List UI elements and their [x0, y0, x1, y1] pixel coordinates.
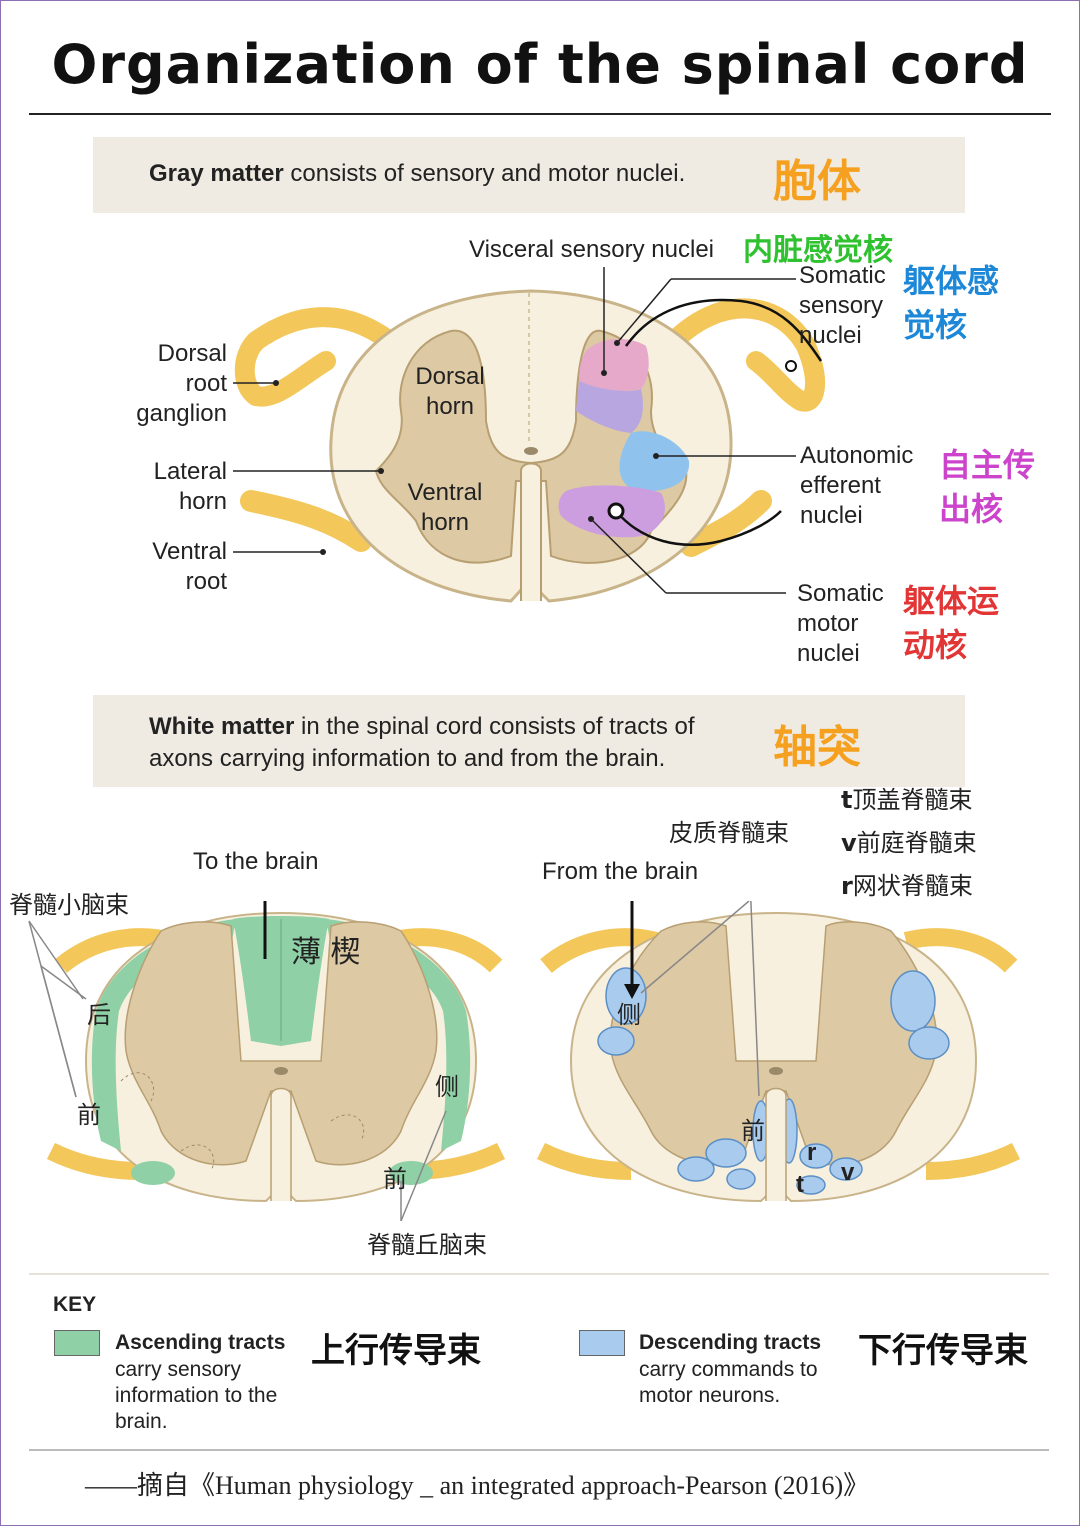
label-somatic-motor: Somatic motor nuclei — [797, 580, 884, 667]
ascending-tracts-diagram — [28, 901, 506, 1222]
label-anterior-left: 前 — [77, 1101, 101, 1129]
gray-matter-diagram — [233, 267, 826, 603]
ascending-cn: 上行传导束 — [311, 1331, 481, 1371]
label-t: t — [796, 1171, 804, 1198]
gray-matter-text: consists of sensory and motor nuclei. — [283, 160, 686, 187]
label-ventral-horn: Ventral horn — [407, 479, 483, 536]
label-right-lateral: 侧 — [617, 1001, 641, 1029]
white-matter-cn: 轴突 — [773, 722, 861, 773]
label-spinothalamic: 脊髓丘脑束 — [367, 1231, 487, 1259]
visceral-sensory-nucleus — [576, 381, 643, 433]
label-visceral-sensory-cn: 内脏感觉核 — [743, 233, 893, 268]
descending-desc: carry commands to motor neurons. — [639, 1358, 818, 1407]
descending-tracts-diagram — [536, 901, 1021, 1203]
label-fasciculi: 薄 楔 — [291, 935, 361, 970]
central-canal — [524, 447, 538, 455]
gray-matter-caption: Gray matter consists of sensory and moto… — [149, 158, 685, 190]
label-autonomic-efferent: Autonomic efferent nuclei — [800, 442, 914, 529]
ascending-desc: carry sensory information to the brain. — [115, 1358, 278, 1433]
tract-legend-r: r网状脊髓束 — [841, 872, 973, 900]
tract-legend-v: v前庭脊髓束 — [841, 829, 977, 857]
label-corticospinal: 皮质脊髓束 — [669, 819, 789, 847]
ventral-fissure — [520, 462, 542, 601]
label-v: v — [841, 1159, 855, 1186]
motor-neuron — [615, 510, 782, 546]
label-r: r — [807, 1139, 817, 1166]
label-right-anterior: 前 — [741, 1117, 765, 1145]
descending-cn: 下行传导束 — [858, 1331, 1028, 1371]
gray-matter-term: Gray matter — [149, 160, 284, 187]
dorsal-root-left — [234, 307, 406, 407]
label-somatic-sensory-cn: 躯体感 觉核 — [903, 262, 1000, 344]
white-matter-caption: White matter in the spinal cord consists… — [149, 713, 695, 772]
white-matter-term: White matter — [149, 713, 295, 740]
tract-legend-t: t顶盖脊髓束 — [841, 786, 973, 814]
autonomic-efferent-nucleus — [619, 431, 690, 492]
descending-swatch — [579, 1330, 625, 1356]
label-anterior-right: 前 — [383, 1165, 407, 1193]
tract-legend: t顶盖脊髓束 v前庭脊髓束 r网状脊髓束 — [841, 779, 977, 908]
dorsal-root-right — [659, 298, 826, 412]
key-heading: KEY — [53, 1293, 97, 1316]
label-dorsal-horn: Dorsal horn — [415, 363, 485, 420]
label-posterior: 后 — [87, 1001, 111, 1029]
label-somatic-motor-cn: 躯体运 动核 — [903, 582, 1000, 664]
key-box — [29, 1273, 1049, 1451]
label-lateral-horn: Lateral horn — [153, 458, 227, 515]
title-rule — [29, 113, 1051, 115]
ascending-title: Ascending tracts — [115, 1331, 286, 1354]
ascending-swatch — [54, 1330, 100, 1356]
ventral-root-right — [680, 490, 772, 557]
ventral-root-left — [240, 490, 372, 552]
label-ventral-root: Ventral root — [152, 538, 227, 595]
gray-matter-cn: 胞体 — [773, 156, 861, 207]
label-spinocerebellar: 脊髓小脑束 — [9, 891, 129, 919]
sensory-neuron — [624, 298, 823, 362]
label-dorsal-root-ganglion: Dorsal root ganglion — [136, 340, 227, 427]
somatic-sensory-nucleus — [579, 339, 649, 391]
white-matter-band — [93, 695, 965, 787]
label-to-the-brain: To the brain — [193, 848, 319, 875]
label-from-the-brain: From the brain — [542, 858, 699, 885]
page-title: Organization of the spinal cord — [51, 33, 1029, 96]
label-autonomic-efferent-cn: 自主传 出核 — [939, 446, 1036, 528]
gray-matter-band — [93, 137, 965, 213]
footer-citation: ——摘自《Human physiology _ an integrated ap… — [85, 1471, 870, 1500]
descending-title: Descending tracts — [639, 1331, 822, 1354]
label-somatic-sensory: Somatic sensory nuclei — [799, 262, 886, 349]
label-visceral-sensory: Visceral sensory nuclei — [469, 236, 715, 263]
label-lateral: 侧 — [435, 1073, 459, 1101]
